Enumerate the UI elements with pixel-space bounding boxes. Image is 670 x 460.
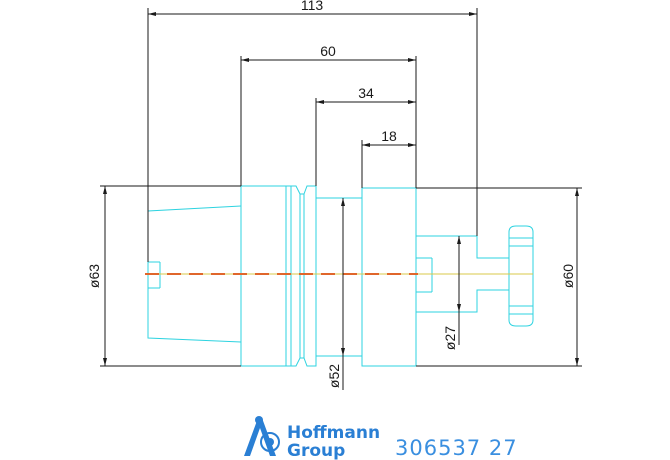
part-number: 306537 27 <box>395 436 518 460</box>
dim-diameter-63: ø63 <box>86 264 102 288</box>
nut-body <box>240 185 287 367</box>
tool-holder-outline <box>147 185 534 367</box>
dim-length-34: 34 <box>358 85 374 101</box>
knurled-knob <box>508 225 534 327</box>
dim-diameter-27: ø27 <box>442 326 458 350</box>
dim-length-60: 60 <box>320 43 336 59</box>
dim-overall-length: 113 <box>301 0 324 13</box>
flange-step <box>316 187 417 367</box>
dimension-lines <box>100 8 582 390</box>
hoffmann-group-logo: Hoffmann Group <box>244 416 380 460</box>
dim-diameter-60: ø60 <box>560 264 576 288</box>
dim-diameter-52: ø52 <box>326 364 342 388</box>
brand-name: Hoffmann <box>287 423 380 443</box>
logo-mark-icon <box>244 416 280 456</box>
dim-length-18: 18 <box>381 128 397 144</box>
spigot <box>416 235 509 259</box>
brand-group: Group <box>287 441 345 460</box>
groove-profile <box>286 185 317 367</box>
